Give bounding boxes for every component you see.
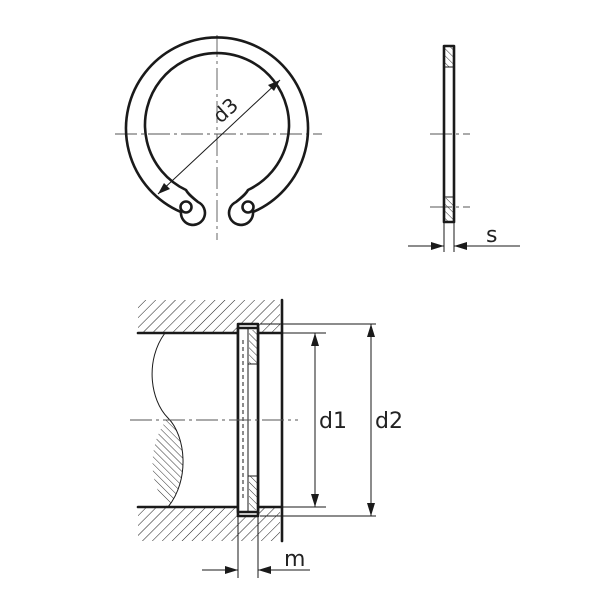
m-arrow-right [258, 566, 271, 574]
d3-label: d3 [208, 93, 243, 128]
ring-side-view: s [408, 44, 520, 252]
m-label: m [284, 547, 305, 572]
s-label: s [486, 223, 497, 248]
ring-section-hatch-top [249, 330, 257, 364]
s-arrow-left [431, 242, 444, 250]
d1-arrow-top [311, 333, 319, 346]
d3-dimension-line [157, 79, 281, 195]
d1-label: d1 [319, 409, 347, 434]
lug-hole-right [241, 200, 255, 214]
side-section-hatch-top [445, 47, 453, 67]
installed-section-view: d1 d2 m [130, 298, 403, 578]
m-arrow-left [225, 566, 238, 574]
ring-outline [124, 36, 310, 227]
ring-front-view: d3 [115, 35, 322, 240]
lug-hole-left [179, 200, 193, 214]
d1-arrow-bottom [311, 494, 319, 507]
shaft-break-hatch [152, 418, 184, 507]
ring-section-hatch-bottom [249, 476, 257, 510]
s-arrow-right [454, 242, 467, 250]
side-section-hatch-bottom [445, 198, 453, 221]
d3-arrow-lower [158, 183, 170, 194]
d2-label: d2 [375, 409, 403, 434]
d2-arrow-top [367, 324, 375, 337]
d2-arrow-bottom [367, 503, 375, 516]
ring-side-outline [442, 44, 456, 224]
d3-arrow-upper [268, 80, 280, 91]
